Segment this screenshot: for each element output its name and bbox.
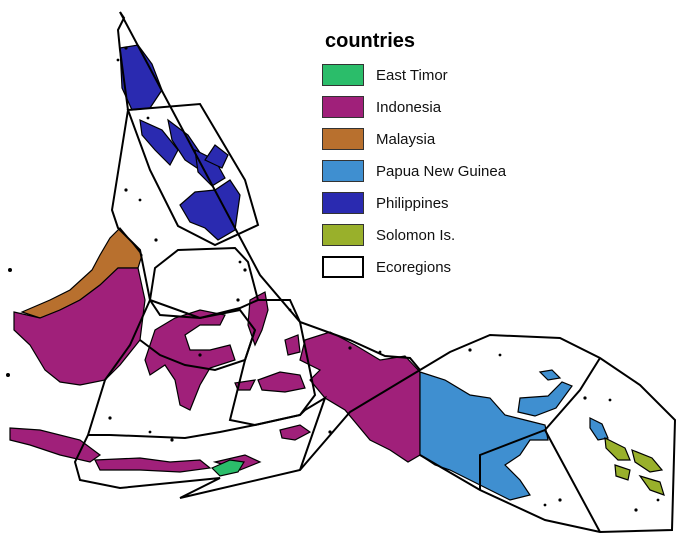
legend-swatch [322, 96, 364, 118]
legend-item-papua-new-guinea: Papua New Guinea [322, 155, 506, 187]
legend-title: countries [325, 30, 416, 52]
legend-item-malaysia: Malaysia [322, 123, 506, 155]
legend-swatch [322, 224, 364, 246]
legend-label: East Timor [376, 66, 448, 84]
indonesia-landmass [9, 267, 421, 473]
east-timor-landmass [210, 459, 245, 477]
legend-label: Indonesia [376, 98, 442, 116]
legend-label: Papua New Guinea [376, 162, 507, 180]
legend-swatch [322, 64, 364, 86]
ecoregion-boundaries [73, 11, 677, 534]
legend-item-ecoregions: Ecoregions [322, 251, 506, 283]
map-legend: countries East Timor Indonesia Malaysia … [322, 30, 506, 283]
legend-label: Solomon Is. [376, 226, 456, 244]
legend-swatch [322, 160, 364, 182]
legend-item-solomon-islands: Solomon Is. [322, 219, 506, 251]
legend-item-east-timor: East Timor [322, 59, 506, 91]
legend-label: Ecoregions [376, 258, 452, 276]
legend-swatch [322, 128, 364, 150]
papua-new-guinea-landmass [419, 369, 609, 501]
legend-swatch [322, 192, 364, 214]
legend-item-philippines: Philippines [322, 187, 506, 219]
solomon-islands-landmass [604, 436, 665, 496]
philippines-landmass [119, 44, 241, 241]
legend-swatch-outline [322, 256, 364, 278]
legend-item-indonesia: Indonesia [322, 91, 506, 123]
legend-label: Malaysia [376, 130, 436, 148]
legend-label: Philippines [376, 194, 449, 212]
